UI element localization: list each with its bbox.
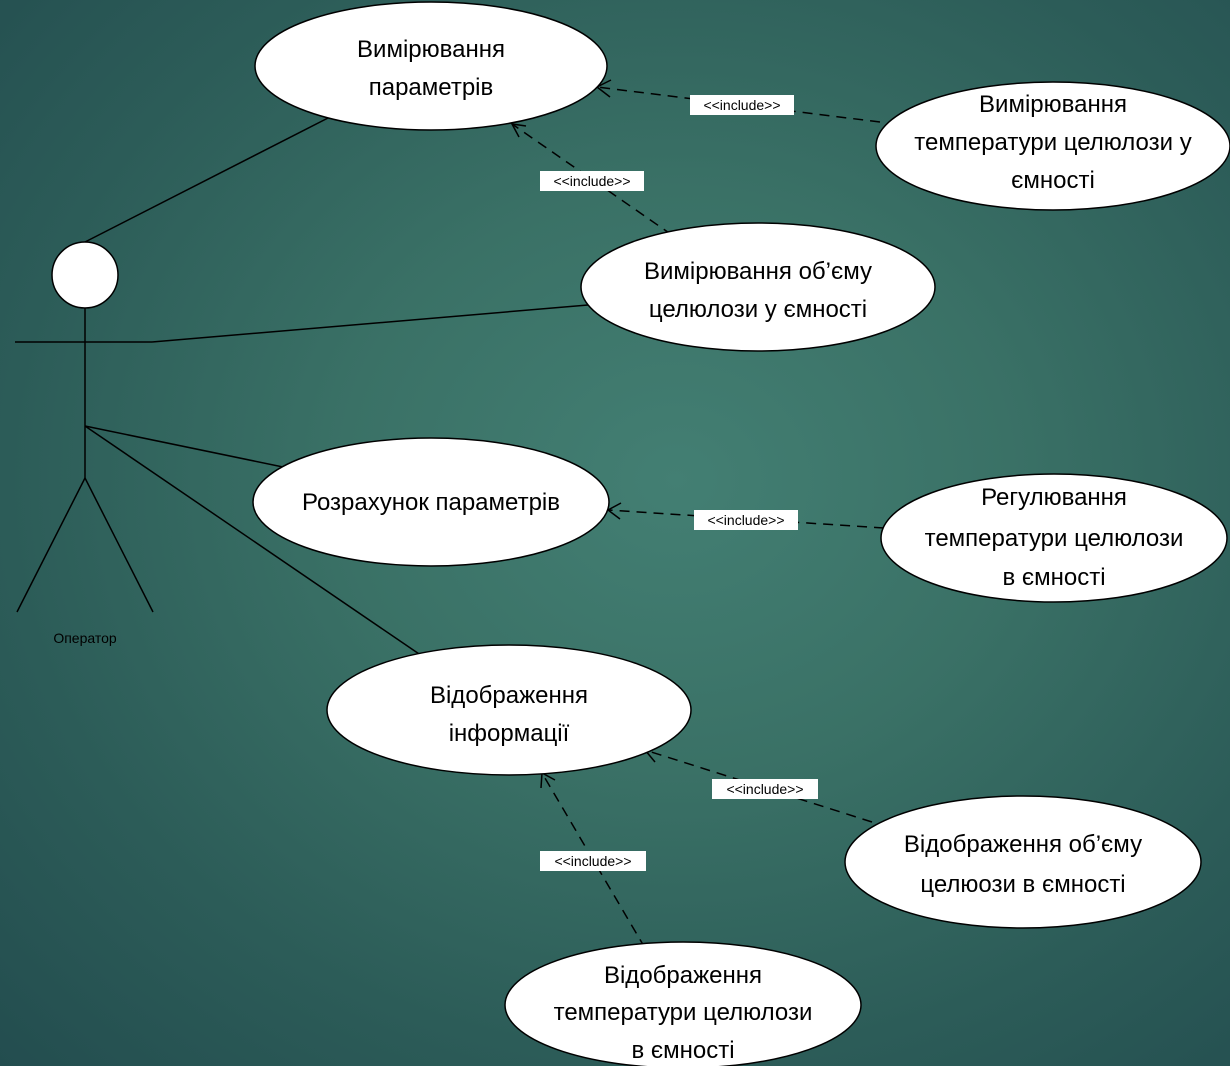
use-case-display-volume: Відображення об’єму целюози в ємності — [844, 795, 1202, 929]
use-case-shape — [880, 473, 1228, 603]
use-case-line: Регулювання — [981, 484, 1127, 511]
use-case-shape — [254, 1, 608, 131]
stereotype-label: <<include>> — [707, 512, 784, 528]
use-case-shape — [252, 437, 610, 567]
include-display-volume: <<include>> — [643, 745, 873, 823]
use-case-line: Розрахунок параметрів — [302, 489, 560, 516]
use-case-line: температури целюлози — [925, 525, 1184, 552]
actor-head — [51, 241, 119, 309]
use-case-display-info: Відображення інформації — [326, 644, 692, 776]
include-measure-temp: <<include>> — [595, 79, 881, 123]
use-case-measure-params: Вимірювання параметрів — [254, 1, 608, 131]
use-case-line: в ємності — [631, 1037, 734, 1064]
use-case-line: параметрів — [369, 74, 494, 101]
stereotype-label: <<include>> — [703, 97, 780, 113]
arrow-head — [540, 771, 556, 789]
association-calc-params — [84, 425, 284, 468]
dependency-line — [511, 123, 673, 236]
stereotype-bg — [694, 510, 798, 530]
use-case-shape — [326, 644, 692, 776]
use-case-shape — [504, 941, 862, 1066]
use-case-line: температури целюлози — [554, 999, 813, 1026]
arrow-head — [510, 123, 527, 138]
association-measure-volume — [151, 304, 589, 343]
stereotype-label: <<include>> — [554, 853, 631, 869]
use-case-shape — [580, 222, 936, 352]
use-case-measure-volume: Вимірювання об’єму целюлози у ємності — [580, 222, 936, 352]
use-case-line: температури целюлози у — [914, 129, 1191, 156]
use-case-shape — [875, 81, 1230, 211]
stereotype-bg — [540, 171, 644, 191]
stereotype-bg — [690, 95, 794, 115]
actor-right-leg — [84, 477, 154, 613]
use-case-line: целюлози у ємності — [649, 296, 867, 323]
use-case-line: Вимірювання об’єму — [644, 258, 872, 285]
use-case-shape — [844, 795, 1202, 929]
use-case-measure-temp: Вимірювання температури целюлози у ємнос… — [875, 81, 1230, 211]
use-case-line: Відображення об’єму — [904, 831, 1142, 858]
include-display-temp: <<include>> — [540, 771, 646, 949]
stereotype-bg — [540, 851, 646, 871]
use-case-line: інформації — [449, 720, 570, 747]
actor-left-leg — [16, 477, 86, 613]
use-case-line: в ємності — [1002, 564, 1105, 591]
use-case-line: Вимірювання — [979, 91, 1127, 118]
actor-name: Оператор — [53, 630, 117, 646]
stereotype-bg — [712, 779, 818, 799]
stereotype-label: <<include>> — [553, 173, 630, 189]
use-case-line: целюози в ємності — [920, 871, 1125, 898]
use-case-display-temp: Відображення температури целюлози в ємно… — [504, 941, 862, 1066]
stereotype-label: <<include>> — [726, 781, 803, 797]
association-measure-params — [84, 117, 329, 243]
use-case-line: ємності — [1011, 167, 1095, 194]
use-case-line: Відображення — [604, 962, 762, 989]
use-case-line: Вимірювання — [357, 36, 505, 63]
include-regulate-temp: <<include>> — [606, 502, 885, 530]
arrow-head — [606, 502, 622, 520]
association-display-info — [84, 425, 426, 659]
actor-operator: Оператор — [15, 241, 154, 646]
use-case-regulate-temp: Регулювання температури целюлози в ємнос… — [880, 473, 1228, 603]
include-measure-volume: <<include>> — [510, 123, 673, 236]
use-case-line: Відображення — [430, 682, 588, 709]
use-case-calc-params: Розрахунок параметрів — [252, 437, 610, 567]
